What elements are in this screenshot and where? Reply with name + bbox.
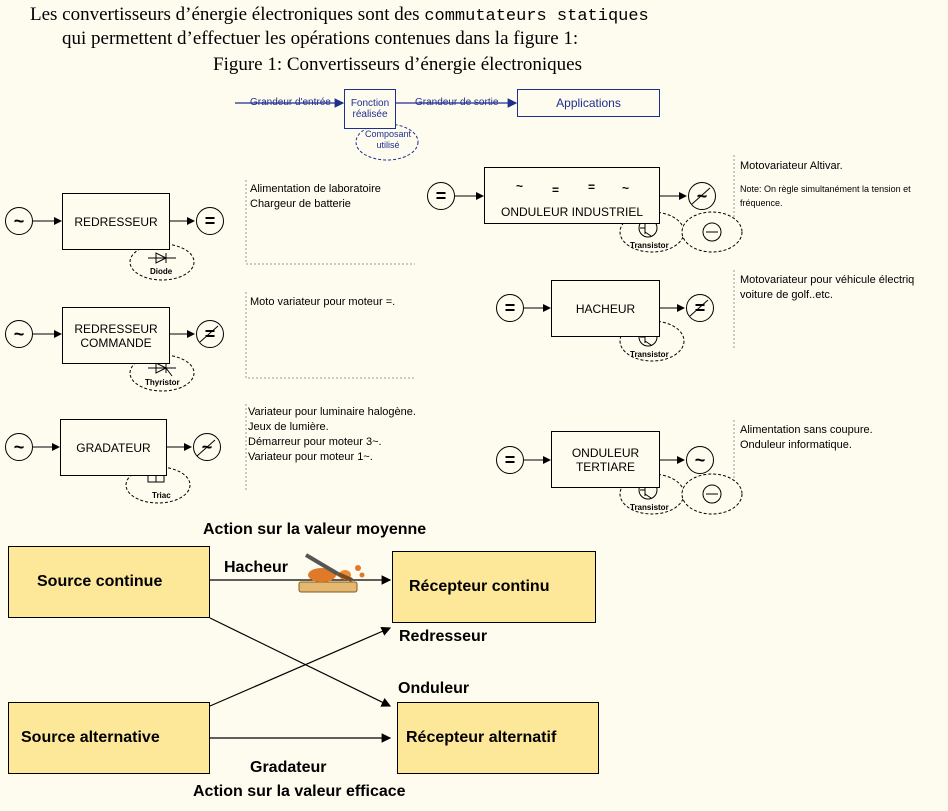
gradateur-box: GRADATEUR (60, 419, 167, 476)
app-line: Chargeur de batterie (250, 198, 351, 210)
app-line: Moto variateur pour moteur =. (250, 296, 396, 308)
ac-symbol-icon: ~ (686, 446, 714, 474)
legend-applications-box: Applications (517, 89, 660, 117)
gradateur-arrow-label: Gradateur (250, 759, 327, 776)
ac-symbol-icon: ~ (5, 320, 33, 348)
thyristor-label: Thyristor (145, 378, 180, 387)
recepteur-continu-label: Récepteur continu (409, 578, 550, 595)
app-line: Onduleur informatique. (740, 439, 852, 451)
legend-input-label: Grandeur d'entrée (250, 97, 331, 108)
cutting-board-image (298, 553, 365, 593)
recepteur-continu-box: Récepteur continu (392, 551, 596, 623)
variable-dc-symbol-icon: = (686, 294, 714, 322)
intro-keyword: commutateurs statiques (424, 7, 649, 26)
redresseur-commande-label-2: COMMANDE (80, 335, 152, 350)
dc-symbol-icon: = (496, 446, 524, 474)
source-continue-label: Source continue (37, 573, 163, 590)
ac-mini-icon: ~ (516, 179, 524, 193)
onduleur-tertiaire-label-1: ONDULEUR (571, 445, 640, 460)
app-line: Variateur pour luminaire halogène. (248, 406, 416, 418)
diode-ellipse (129, 243, 195, 281)
intro-line-2: qui permettent d’effectuer les opération… (62, 28, 579, 49)
app-line: Motovariateur Altivar. (740, 160, 843, 172)
hacheur-box: HACHEUR (551, 280, 660, 337)
onduleur-industriel-label: ONDULEUR INDUSTRIEL (500, 205, 644, 219)
diode-label: Diode (150, 267, 173, 276)
app-line: Alimentation sans coupure. (740, 424, 873, 436)
redresseur-commande-box: REDRESSEUR COMMANDE (62, 307, 170, 364)
legend-applications-label: Applications (556, 96, 621, 110)
app-line: Jeux de lumière. (248, 421, 329, 433)
intro-line-1: Les convertisseurs d’énergie électroniqu… (30, 4, 649, 26)
onduleur-arrow-label: Onduleur (398, 680, 470, 697)
redresseur-arrow-label: Redresseur (399, 628, 488, 645)
gradateur-label: GRADATEUR (76, 440, 151, 455)
app-line: Motovariateur pour véhicule électriq (740, 274, 915, 286)
hacheur-arrow-label: Hacheur (224, 559, 289, 576)
legend-output-label: Grandeur de sortie (415, 97, 499, 108)
legend-function-label: Fonction réalisée (350, 98, 390, 120)
transistor-label-3: Transistor (630, 503, 669, 512)
onduleur-tertiaire-box: ONDULEUR TERTIARE (551, 431, 660, 488)
legend-component-label: Composant utilisé (364, 129, 412, 150)
recepteur-alternatif-box: Récepteur alternatif (397, 702, 599, 774)
app-line: voiture de golf..etc. (740, 289, 833, 301)
ac-mini-icon: ~ (622, 181, 630, 195)
gradateur-apps: Variateur pour luminaire halogène. Jeux … (248, 405, 416, 465)
dc-symbol-icon: = (496, 294, 524, 322)
onduleur-tertiaire-label-2: TERTIARE (575, 459, 636, 474)
dc-symbol-icon: = (196, 207, 224, 235)
ac-symbol-icon: ~ (5, 207, 33, 235)
action-efficace-label: Action sur la valeur efficace (193, 783, 406, 800)
action-moyenne-label: Action sur la valeur moyenne (203, 521, 427, 538)
redresseur-apps: Alimentation de laboratoire Chargeur de … (250, 182, 381, 212)
triac-label: Triac (152, 491, 171, 500)
transistor-label-1: Transistor (630, 241, 669, 250)
note-line: fréquence. (740, 198, 783, 208)
ac-symbol-icon: ~ (5, 433, 33, 461)
dc-symbol-icon: = (427, 182, 455, 210)
app-line: Démarreur pour moteur 3~. (248, 436, 382, 448)
onduleur-industriel-box: ONDULEUR INDUSTRIEL (484, 167, 660, 224)
triac-ellipse (125, 466, 191, 504)
redresseur-commande-label-1: REDRESSEUR (74, 321, 158, 336)
redresseur-label: REDRESSEUR (74, 214, 158, 229)
hacheur-apps: Motovariateur pour véhicule électriq voi… (740, 273, 914, 303)
app-line: Variateur pour moteur 1~. (248, 451, 373, 463)
figure-title: Figure 1: Convertisseurs d’énergie élect… (213, 54, 582, 75)
dc-mini-icon: = (588, 180, 596, 194)
onduleur-tertiaire-apps: Alimentation sans coupure. Onduleur info… (740, 423, 873, 453)
transistor-label-2: Transistor (630, 350, 669, 359)
hacheur-label: HACHEUR (575, 301, 636, 316)
source-alternative-label: Source alternative (21, 729, 160, 746)
dc-mini-icon: = (552, 183, 560, 197)
recepteur-alternatif-label: Récepteur alternatif (406, 729, 557, 746)
variable-ac-symbol-icon: ~ (688, 182, 716, 210)
note-line: Note: On règle simultanément la tension … (740, 184, 911, 194)
app-line: Alimentation de laboratoire (250, 183, 381, 195)
variable-ac-symbol-icon: ~ (193, 433, 221, 461)
onduleur-industriel-apps: Motovariateur Altivar. Note: On règle si… (740, 159, 911, 210)
intro-text: Les convertisseurs d’énergie électroniqu… (30, 4, 420, 25)
redresseur-box: REDRESSEUR (62, 193, 170, 250)
redresseur-commande-apps: Moto variateur pour moteur =. (250, 295, 395, 310)
variable-dc-symbol-icon: = (196, 320, 224, 348)
legend-function-box: Fonction réalisée (344, 89, 396, 129)
source-alternative-box: Source alternative (8, 702, 210, 774)
source-continue-box: Source continue (8, 546, 210, 618)
thyristor-ellipse (129, 354, 195, 392)
